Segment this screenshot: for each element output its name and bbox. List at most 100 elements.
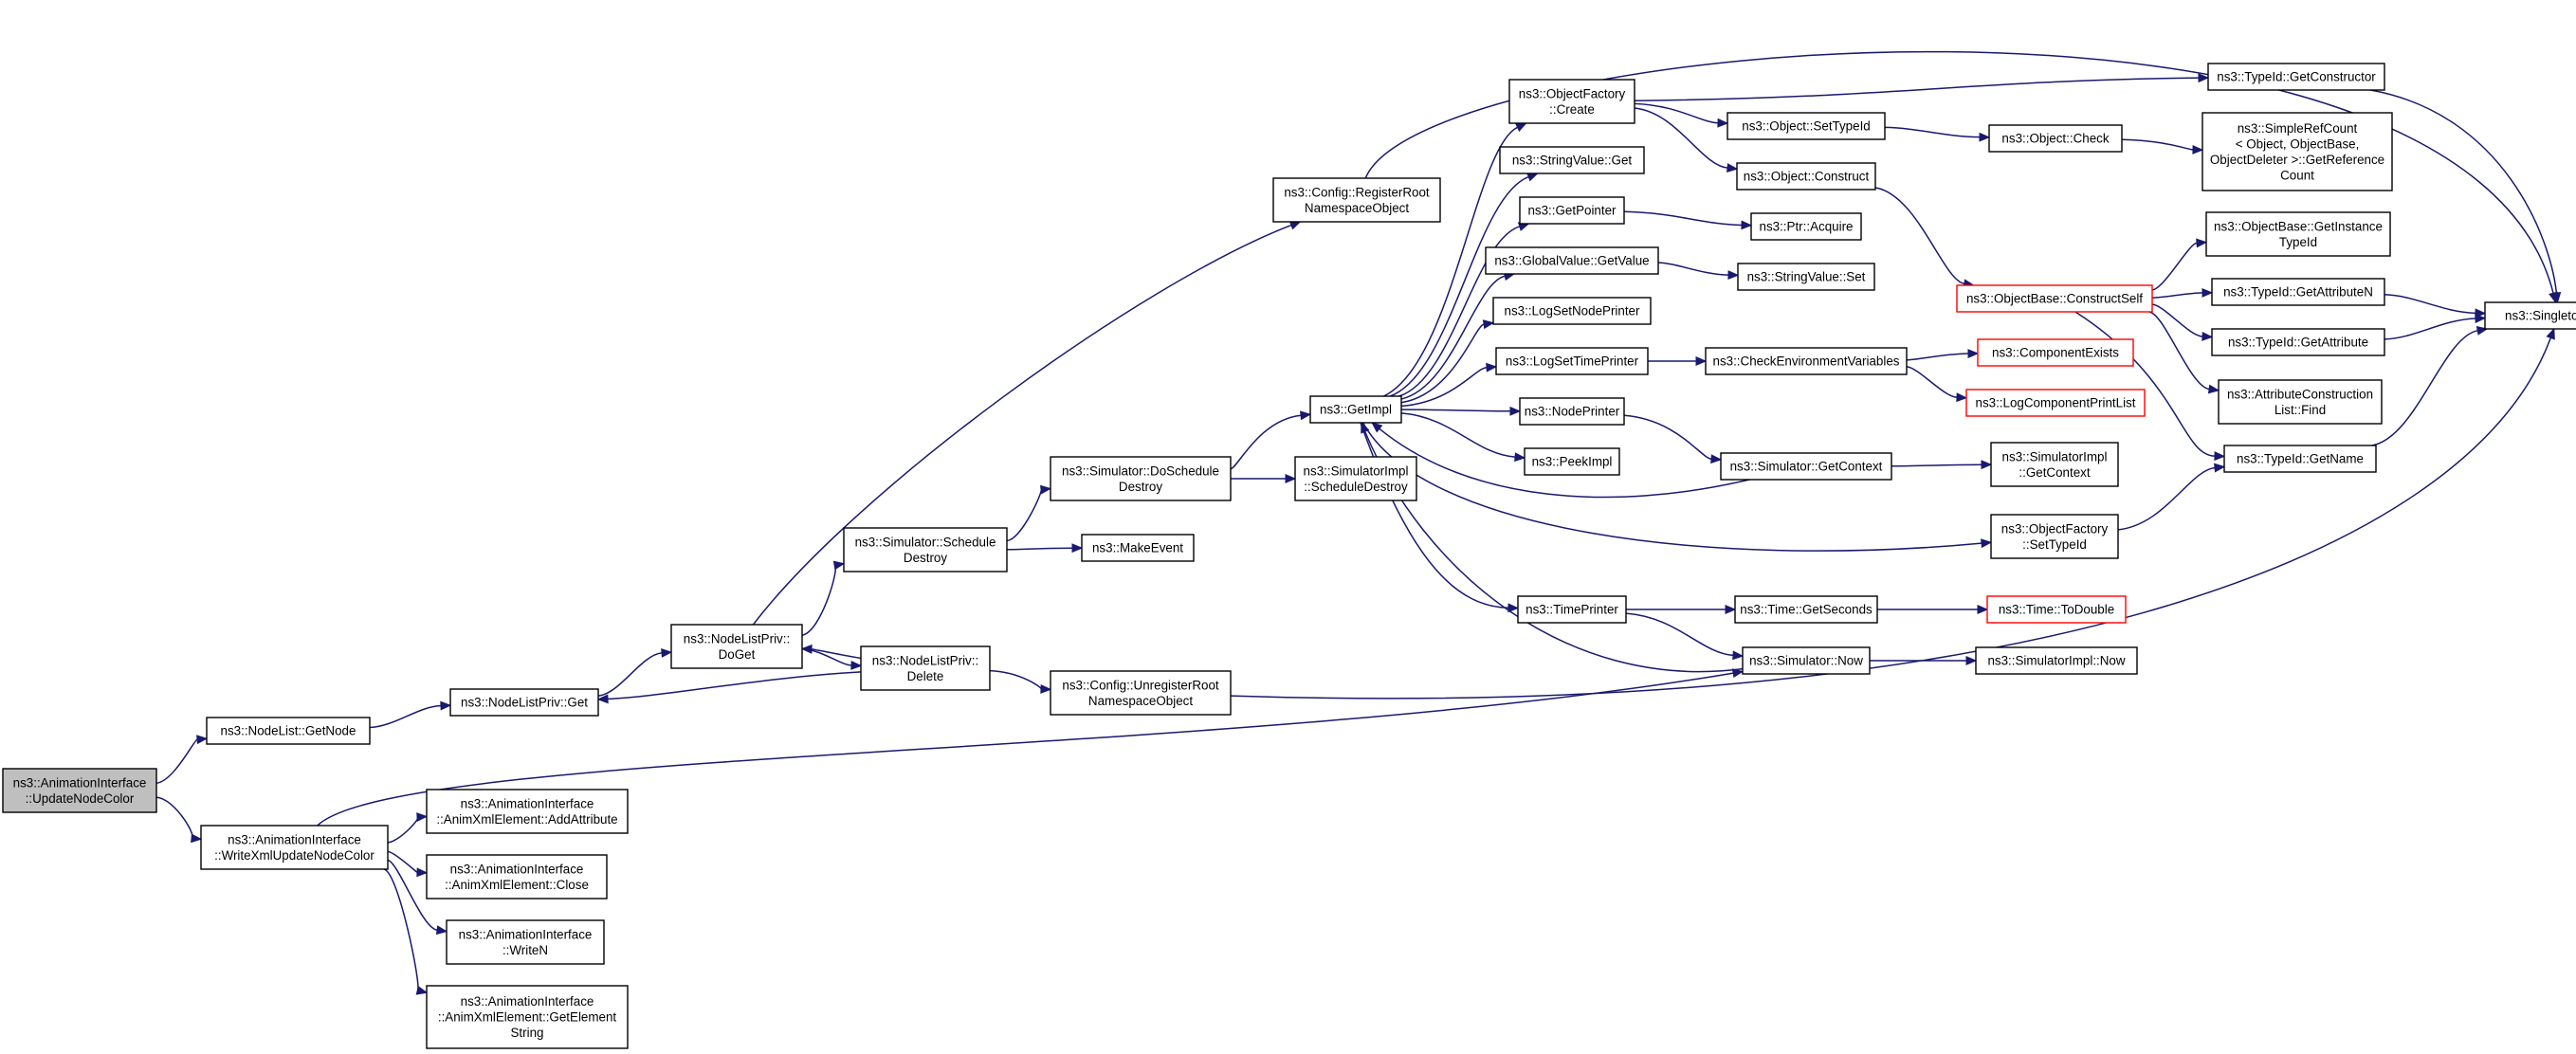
node-schdestroy[interactable]: ns3::Simulator::ScheduleDestroy <box>843 527 1008 572</box>
edge-line <box>1383 126 1518 397</box>
node-simimpl_now[interactable]: ns3::SimulatorImpl::Now <box>1975 646 2138 675</box>
edge-arrowhead <box>1965 656 1978 665</box>
call-graph-nodes: ns3::AnimationInterface::UpdateNodeColor… <box>2 63 2576 1049</box>
node-obj_construct[interactable]: ns3::Object::Construct <box>1736 162 1876 191</box>
node-box <box>1492 297 1652 325</box>
node-nl_getnode[interactable]: ns3::NodeList::GetNode <box>206 717 371 745</box>
edge-line <box>2384 318 2476 340</box>
node-wxunc[interactable]: ns3::AnimationInterface::WriteXmlUpdateN… <box>200 825 389 870</box>
edge-arrowhead <box>1288 221 1302 230</box>
edge-line <box>1400 409 1511 412</box>
node-simimpl_getctx[interactable]: ns3::SimulatorImpl::GetContext <box>1990 442 2119 487</box>
edge-doschdestroy-to-simimpl_sd <box>1231 474 1297 483</box>
node-box <box>1309 395 1402 424</box>
node-writen[interactable]: ns3::AnimationInterface::WriteN <box>446 919 605 965</box>
edge-arrowhead <box>440 700 452 711</box>
edge-line <box>1400 275 1506 400</box>
edge-line <box>811 648 862 660</box>
edge-of_create-to-typeid_getctor <box>1634 73 2210 102</box>
node-obj_settypeid[interactable]: ns3::Object::SetTypeId <box>1726 112 1886 140</box>
node-sv_get[interactable]: ns3::StringValue::Get <box>1499 146 1645 174</box>
node-label: ns3::StringValue::Set <box>1747 270 1866 284</box>
node-label: ns3::Object::SetTypeId <box>1742 119 1870 134</box>
node-srefcount[interactable]: ns3::SimpleRefCount< Object, ObjectBase,… <box>2201 112 2393 191</box>
node-of_settypeid[interactable]: ns3::ObjectFactory::SetTypeId <box>1990 514 2119 559</box>
node-singleton_get[interactable]: ns3::Singleton::Get <box>2484 301 2576 330</box>
node-sim_getcontext[interactable]: ns3::Simulator::GetContext <box>1720 452 1892 481</box>
node-label: NamespaceObject <box>1088 694 1193 708</box>
edge-line <box>1874 187 1965 285</box>
node-getelem[interactable]: ns3::AnimationInterface::AnimXmlElement:… <box>426 985 629 1049</box>
node-label: ::WriteN <box>502 943 548 957</box>
node-simimpl_sd[interactable]: ns3::SimulatorImpl::ScheduleDestroy <box>1294 456 1417 501</box>
edge-arrowhead <box>415 985 429 995</box>
node-time_getseconds[interactable]: ns3::Time::GetSeconds <box>1734 595 1878 624</box>
node-typeid_getattrn[interactable]: ns3::TypeId::GetAttributeN <box>2211 278 2385 306</box>
edge-line <box>801 564 836 636</box>
edge-line <box>989 669 1042 690</box>
edge-obj_check-to-srefcount <box>2121 138 2204 154</box>
node-getimpl[interactable]: ns3::GetImpl <box>1309 395 1402 424</box>
node-typeid_getctor[interactable]: ns3::TypeId::GetConstructor <box>2207 63 2385 91</box>
node-doget[interactable]: ns3::NodeListPriv::DoGet <box>670 624 803 669</box>
edge-ob_constructself-to-ob_getinsttypeid <box>2151 238 2208 291</box>
node-typeid_getattr[interactable]: ns3::TypeId::GetAttribute <box>2211 328 2385 356</box>
node-box <box>1524 447 1620 476</box>
edge-line <box>1625 612 1734 657</box>
node-box <box>1519 397 1625 426</box>
edge-arrowhead <box>1514 452 1526 463</box>
edge-timeprinter-to-time_getseconds <box>1626 605 1737 614</box>
node-compexists[interactable]: ns3::ComponentExists <box>1977 338 2134 367</box>
edge-arrowhead <box>1285 474 1297 483</box>
node-close[interactable]: ns3::AnimationInterface::AnimXmlElement:… <box>426 854 608 900</box>
edge-arrowhead <box>1509 406 1522 416</box>
node-ptr_acquire[interactable]: ns3::Ptr::Acquire <box>1750 212 1862 241</box>
edge-line <box>1400 366 1488 408</box>
node-label: ::UpdateNodeColor <box>26 791 135 806</box>
node-sim_now[interactable]: ns3::Simulator::Now <box>1742 646 1871 675</box>
node-obj_check[interactable]: ns3::Object::Check <box>1988 124 2123 153</box>
edge-line <box>2121 138 2194 151</box>
node-lognodeprinter[interactable]: ns3::LogSetNodePrinter <box>1492 297 1652 325</box>
node-gv_getvalue[interactable]: ns3::GlobalValue::GetValue <box>1485 246 1659 275</box>
node-sv_set[interactable]: ns3::StringValue::Set <box>1737 263 1875 291</box>
node-timeprinter[interactable]: ns3::TimePrinter <box>1517 595 1627 624</box>
node-label: ns3::ObjectFactory <box>1519 86 1626 100</box>
node-label: ns3::LogComponentPrintList <box>1976 396 2136 410</box>
edge-arrowhead <box>1956 392 1968 403</box>
node-delete[interactable]: ns3::NodeListPriv::Delete <box>860 645 991 691</box>
node-box <box>1977 338 2134 367</box>
node-logtimeprinter[interactable]: ns3::LogSetTimePrinter <box>1495 347 1649 375</box>
node-root[interactable]: ns3::AnimationInterface::UpdateNodeColor <box>2 768 157 813</box>
node-label: ns3::Config::RegisterRoot <box>1284 185 1430 199</box>
edge-arrowhead <box>2551 292 2562 304</box>
node-box <box>446 919 605 965</box>
node-box <box>1508 79 1635 124</box>
node-cfgunreg[interactable]: ns3::Config::UnregisterRootNamespaceObje… <box>1050 670 1232 716</box>
edge-line <box>1906 353 1969 361</box>
node-nlp_get[interactable]: ns3::NodeListPriv::Get <box>449 688 599 717</box>
node-label: Destroy <box>1119 480 1162 494</box>
node-label: ns3::GetPointer <box>1527 204 1617 218</box>
edge-arrowhead <box>1726 163 1739 173</box>
edge-arrowhead <box>1040 484 1052 495</box>
node-addattr[interactable]: ns3::AnimationInterface::AnimXmlElement:… <box>426 789 629 834</box>
node-of_create[interactable]: ns3::ObjectFactory::Create <box>1508 79 1635 124</box>
node-typeid_getname[interactable]: ns3::TypeId::GetName <box>2223 445 2377 473</box>
node-time_todouble[interactable]: ns3::Time::ToDouble <box>1986 595 2127 624</box>
edge-line <box>155 796 193 840</box>
node-peekimpl[interactable]: ns3::PeekImpl <box>1524 447 1620 476</box>
node-makeevent[interactable]: ns3::MakeEvent <box>1081 534 1195 562</box>
edge-arrowhead <box>1741 220 1753 230</box>
node-getpointer[interactable]: ns3::GetPointer <box>1519 196 1625 225</box>
node-checkenv[interactable]: ns3::CheckEnvironmentVariables <box>1705 347 1908 375</box>
node-label: ns3::TypeId::GetAttributeN <box>2223 285 2373 300</box>
node-nodeprinter[interactable]: ns3::NodePrinter <box>1519 397 1625 426</box>
node-logcompprint[interactable]: ns3::LogComponentPrintList <box>1965 389 2146 417</box>
node-ob_constructself[interactable]: ns3::ObjectBase::ConstructSelf <box>1956 284 2153 313</box>
edge-delete-to-cfgunreg <box>989 669 1052 694</box>
